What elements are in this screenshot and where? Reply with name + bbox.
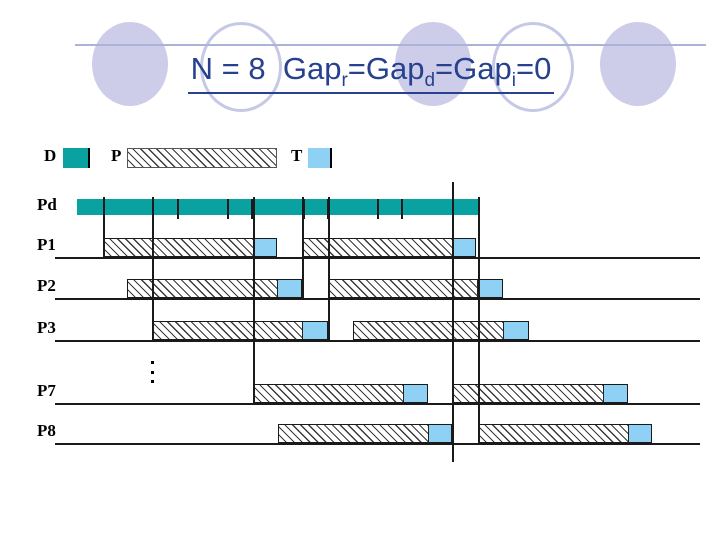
title-fragment: =Gap <box>435 51 512 86</box>
processing-segment <box>254 385 404 402</box>
processing-segment <box>479 425 629 442</box>
row-label-p7: P7 <box>37 381 56 400</box>
processing-segment <box>354 322 504 339</box>
row-label-p8: P8 <box>37 421 56 440</box>
decorative-circle <box>92 22 168 106</box>
processing-segment <box>104 239 254 256</box>
ellipsis-dot <box>151 371 154 374</box>
release-line <box>302 197 304 298</box>
processing-segment <box>279 425 429 442</box>
task-bar <box>353 321 529 340</box>
title-subscript: i <box>511 70 516 91</box>
current-time-line <box>452 182 454 462</box>
task-bar <box>328 279 503 298</box>
processing-segment <box>303 239 453 256</box>
dispatcher-tick <box>377 199 379 219</box>
title-fragment: =0 <box>515 51 552 86</box>
legend-label-processing: P <box>111 146 122 165</box>
release-line <box>152 197 154 341</box>
row-axis-line <box>55 340 700 342</box>
transfer-segment <box>404 385 427 402</box>
release-line <box>103 197 105 257</box>
dispatcher-tick <box>327 199 329 219</box>
task-bar <box>153 321 328 340</box>
dispatcher-tick <box>401 199 403 219</box>
dispatcher-tick <box>251 199 253 219</box>
row-axis-line <box>55 403 700 405</box>
dispatcher-tick <box>177 199 179 219</box>
legend: D P T <box>0 146 720 172</box>
row-label-pd: Pd <box>37 195 57 214</box>
title-subscript: r <box>341 70 348 91</box>
decorative-circle <box>600 22 676 106</box>
release-line <box>328 197 330 341</box>
decorative-circle <box>492 22 574 112</box>
title-fragment: =Gap <box>347 51 425 86</box>
task-bar <box>253 384 428 403</box>
transfer-segment <box>478 280 502 297</box>
legend-swatch-processing <box>127 148 277 168</box>
task-bar <box>278 424 452 443</box>
task-bar <box>478 424 652 443</box>
page-title: N = 8 Gapr=Gapd=Gapi=0 <box>22 51 720 94</box>
transfer-segment <box>254 239 276 256</box>
transfer-segment <box>303 322 327 339</box>
task-bar <box>302 238 476 257</box>
title-fragment: N = 8 Gap <box>190 51 342 86</box>
row-label-p1: P1 <box>37 235 56 254</box>
dispatcher-tick <box>303 199 305 219</box>
row-label-p2: P2 <box>37 276 56 295</box>
task-bar <box>453 384 628 403</box>
transfer-segment <box>504 322 528 339</box>
transfer-segment <box>453 239 475 256</box>
transfer-segment <box>429 425 451 442</box>
row-axis-line <box>55 443 700 445</box>
transfer-segment <box>629 425 651 442</box>
legend-label-dispatch: D <box>44 146 57 165</box>
legend-swatch-transfer <box>308 148 332 168</box>
processing-segment <box>154 322 303 339</box>
legend-swatch-dispatch <box>63 148 90 168</box>
ellipsis-dot <box>151 361 154 364</box>
task-bar <box>127 279 302 298</box>
title-subscript: d <box>424 70 436 91</box>
decorative-line <box>75 44 706 46</box>
release-line <box>253 197 255 403</box>
row-label-p3: P3 <box>37 318 56 337</box>
frame-end-line <box>478 197 480 444</box>
row-axis-line <box>55 298 700 300</box>
processing-segment <box>329 280 478 297</box>
dispatcher-bar <box>77 199 478 215</box>
transfer-segment <box>278 280 301 297</box>
row-axis-line <box>55 257 700 259</box>
processing-segment <box>454 385 604 402</box>
title-text: N = 8 Gapr=Gapd=Gapi=0 <box>187 51 555 94</box>
task-bar <box>103 238 277 257</box>
transfer-segment <box>604 385 627 402</box>
dispatcher-tick <box>227 199 229 219</box>
decorative-circle <box>200 22 282 112</box>
processing-segment <box>128 280 278 297</box>
ellipsis-dot <box>151 380 154 383</box>
legend-label-transfer: T <box>291 146 303 165</box>
